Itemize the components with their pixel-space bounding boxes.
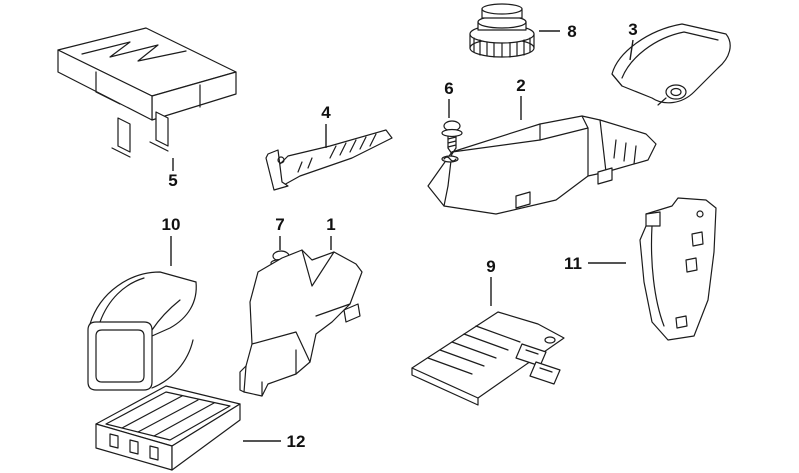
part-4-drawing [265,129,393,191]
callout-label-12: 12 [287,432,306,451]
part-2-drawing [427,115,657,215]
part-11-drawing [639,197,717,341]
callout-label-8: 8 [567,22,576,41]
callout-label-6: 6 [444,79,453,98]
callout-label-5: 5 [168,171,177,190]
callout-label-7: 7 [275,215,284,234]
callout-label-4: 4 [321,103,331,122]
part-5-drawing [57,27,237,158]
callout-line-3 [629,39,634,61]
part-12-drawing [95,385,241,471]
part-9-drawing [411,311,565,406]
part-8-drawing [469,3,535,58]
part-10-drawing [87,271,197,391]
callout-label-3: 3 [628,20,637,39]
part-6-drawing [441,120,463,163]
part-1-drawing [239,249,363,397]
callout-label-10: 10 [162,215,181,234]
parts-artwork [57,3,731,471]
callouts: 5 4 8 2 6 3 10 7 1 9 11 12 [162,20,638,451]
callout-label-1: 1 [326,215,335,234]
callout-label-9: 9 [486,257,495,276]
callout-label-2: 2 [516,76,525,95]
callout-label-11: 11 [564,254,582,273]
part-3-drawing [611,23,731,106]
